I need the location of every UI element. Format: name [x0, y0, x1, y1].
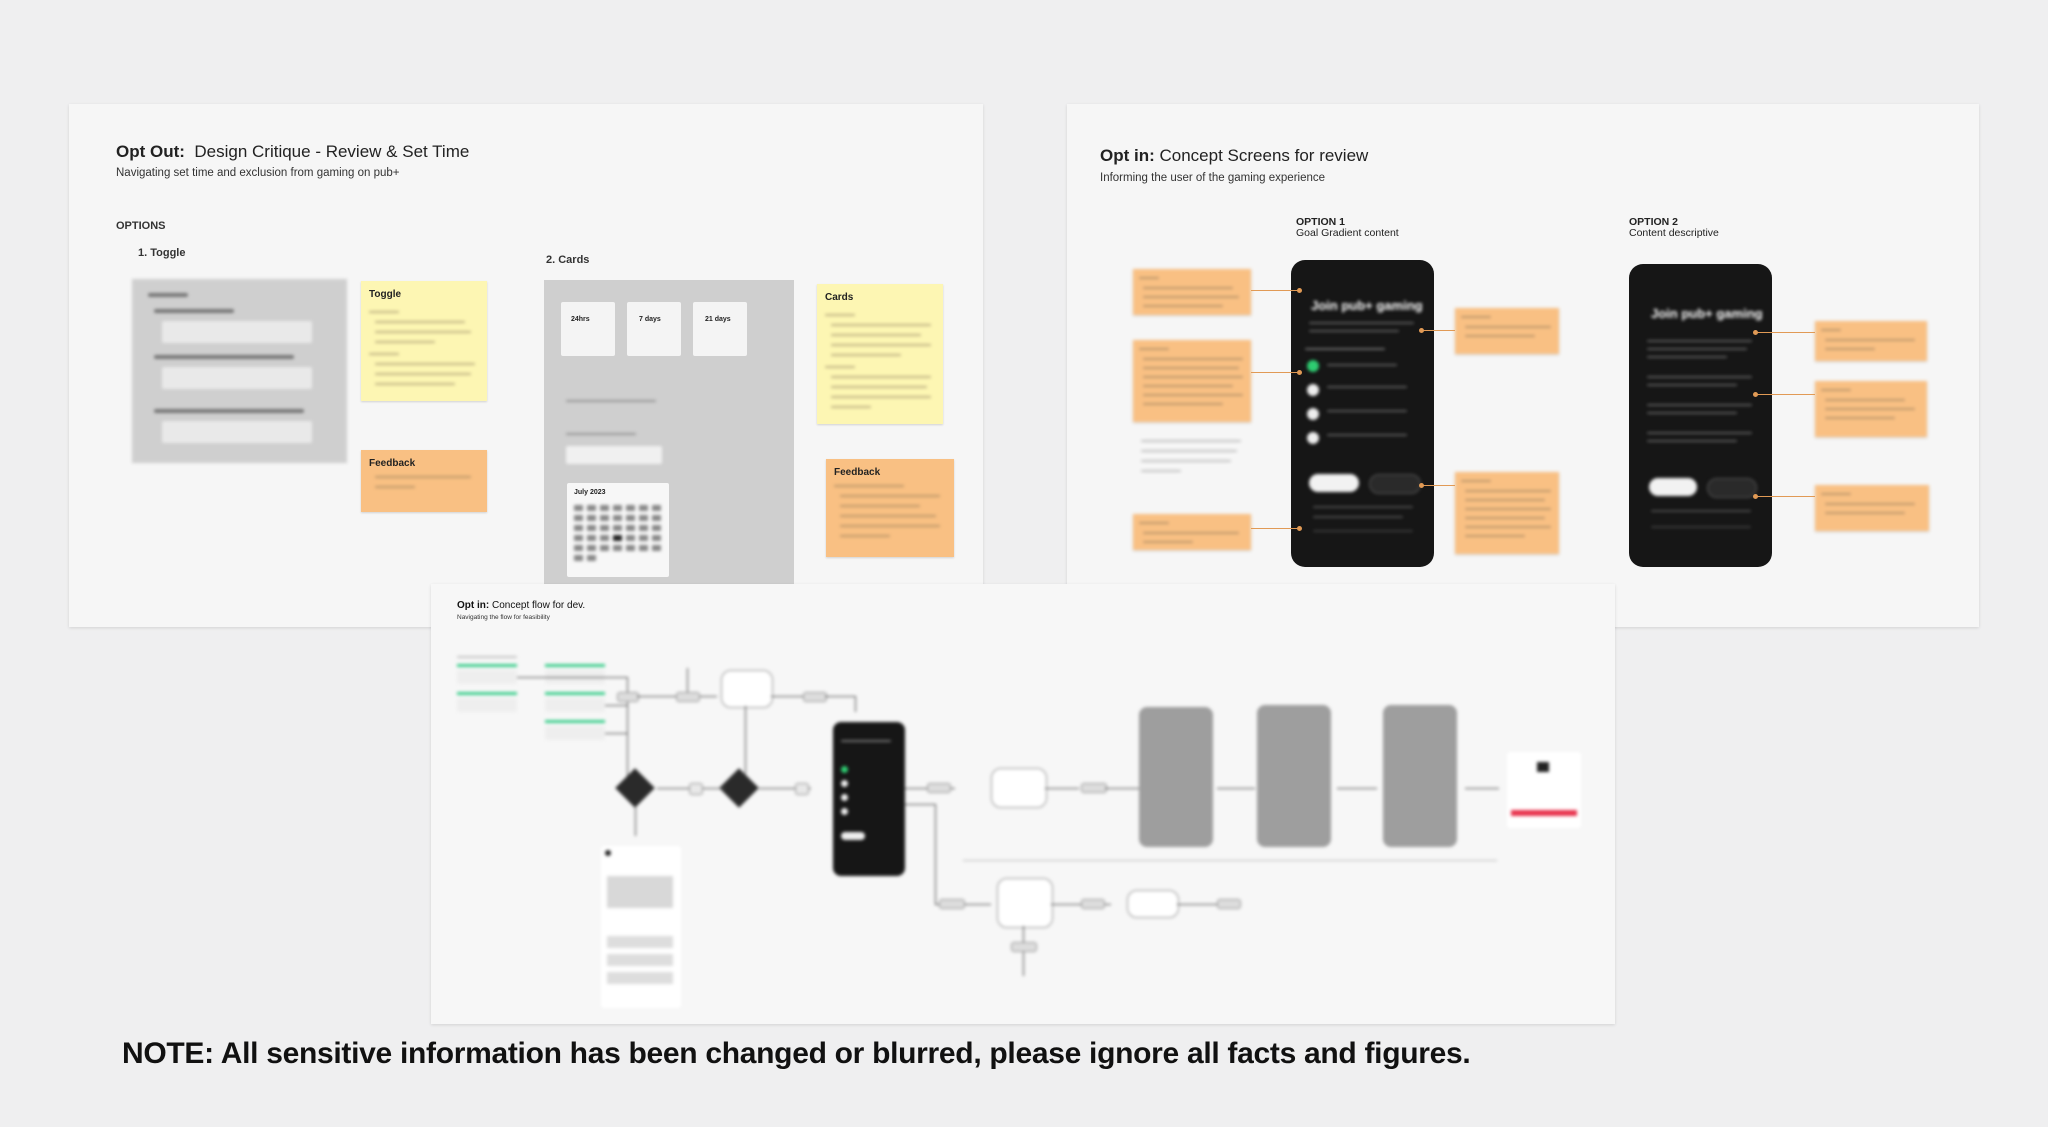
- option-2-phone-screen: Join pub+ gaming: [1629, 264, 1772, 567]
- option-1-note-support: [1133, 514, 1251, 550]
- opt-in-screens-board: Opt in: Concept Screens for review Infor…: [1067, 104, 1979, 627]
- option-2-note-content: [1815, 381, 1927, 437]
- toggle-feedback-sticky: Feedback: [361, 450, 487, 512]
- toggle-mockup: [132, 279, 347, 463]
- option-2-note-buttons: [1815, 485, 1929, 531]
- opt-out-title: Opt Out: Design Critique - Review & Set …: [116, 142, 470, 161]
- opt-out-subtitle: Navigating set time and exclusion from g…: [116, 167, 400, 179]
- toggle-option-label: 1. Toggle: [138, 247, 186, 259]
- option-1-label: OPTION 1: [1296, 216, 1346, 228]
- option-2-note-intro: [1815, 321, 1927, 361]
- card-24hrs: 24hrs: [561, 302, 615, 356]
- flow-subtitle: Navigating the flow for feasibility: [457, 614, 550, 621]
- card-7-days: 7 days: [627, 302, 681, 356]
- option-1-note-exit: [1133, 269, 1251, 315]
- opt-in-flow-board: Opt in: Concept flow for dev. Navigating…: [431, 584, 1615, 1024]
- opt-out-board: Opt Out: Design Critique - Review & Set …: [69, 104, 983, 627]
- calendar-widget: July 2023: [567, 483, 669, 577]
- option-1-note-buttons: [1455, 472, 1559, 554]
- cards-option-label: 2. Cards: [546, 254, 590, 266]
- option-1-note-header: [1455, 308, 1559, 354]
- cards-feedback-sticky: Feedback: [826, 459, 954, 557]
- cards-mockup: 24hrs 7 days 21 days July 2023: [544, 280, 794, 627]
- options-label: OPTIONS: [116, 220, 166, 232]
- option-1-note-content: [1133, 340, 1251, 422]
- flow-title: Opt in: Concept flow for dev.: [457, 600, 586, 611]
- card-21-days: 21 days: [693, 302, 747, 356]
- option-2-label: OPTION 2: [1629, 216, 1679, 228]
- option-2-subtitle: Content descriptive: [1629, 227, 1719, 239]
- cards-sticky-note: Cards: [817, 284, 943, 424]
- sensitive-info-note: NOTE: All sensitive information has been…: [122, 1037, 1471, 1070]
- toggle-sticky-note: Toggle: [361, 281, 487, 401]
- opt-in-subtitle: Informing the user of the gaming experie…: [1100, 172, 1326, 184]
- opt-in-title: Opt in: Concept Screens for review: [1100, 146, 1369, 165]
- option-1-subtitle: Goal Gradient content: [1296, 227, 1399, 239]
- option-1-phone-screen: Join pub+ gaming: [1291, 260, 1434, 567]
